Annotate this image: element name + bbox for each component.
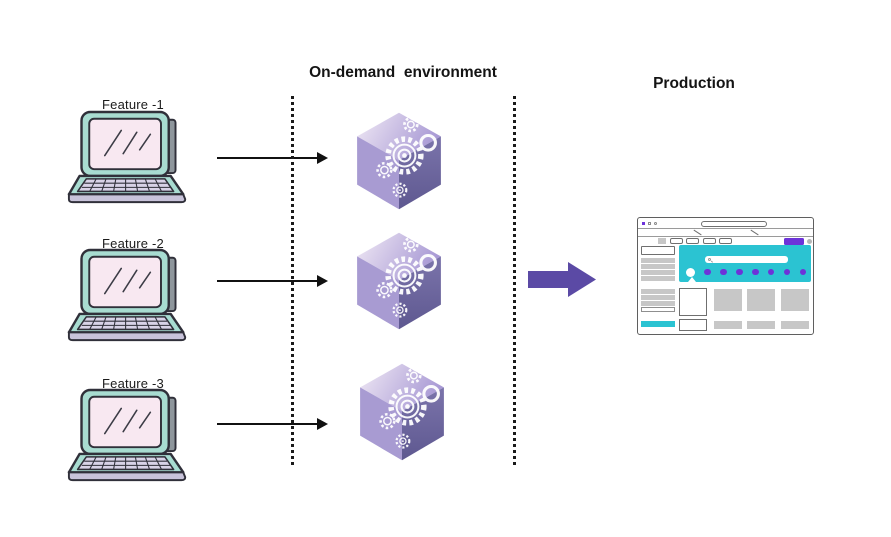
sidebar-bar [641, 301, 675, 306]
content-card-outline [679, 288, 707, 316]
dotted-separator-left [291, 96, 294, 465]
dotted-separator-right [513, 96, 516, 465]
feature-2-label: Feature -2 [102, 236, 164, 251]
feature-3-label: Feature -3 [102, 376, 164, 391]
production-heading: Production [653, 75, 735, 92]
hero-banner [679, 245, 811, 282]
content-card [747, 289, 775, 311]
window-controls [642, 221, 657, 225]
sidebar-bar [641, 258, 675, 263]
arrow-right-icon [217, 418, 328, 430]
laptop-icon [66, 388, 192, 485]
search-bar [705, 256, 788, 263]
carousel-dot [799, 268, 807, 276]
cube-gears-icon [356, 361, 448, 463]
browser-tab-strip [638, 229, 813, 237]
big-arrow-right-icon [528, 262, 596, 297]
cube-gears-icon [353, 110, 445, 212]
content-card [714, 289, 742, 311]
avatar-dot [807, 238, 812, 244]
window-control-icon [653, 221, 657, 225]
content-bar [747, 321, 775, 329]
nav-menu-item [703, 238, 716, 244]
magnifier-icon [708, 257, 712, 261]
sidebar-bar-outline [641, 307, 675, 312]
arrow-right-icon [217, 152, 328, 164]
banner-notch [687, 277, 696, 282]
production-browser-window [637, 217, 814, 335]
sidebar-bar [641, 276, 675, 281]
laptop-icon [66, 110, 192, 207]
sidebar-bar [641, 289, 675, 294]
feature-1-label: Feature -1 [102, 97, 164, 112]
nav-menu-item [686, 238, 699, 244]
window-control-icon [647, 221, 651, 225]
carousel-dot [720, 268, 727, 276]
content-bar [781, 321, 809, 329]
sidebar-bar-teal [641, 321, 675, 327]
address-bar [701, 220, 767, 227]
cta-button [784, 237, 804, 245]
sidebar-card [641, 246, 675, 255]
content-card [781, 289, 809, 311]
carousel-dot [704, 268, 711, 276]
carousel-dot-active [686, 267, 695, 277]
content-card-outline [679, 319, 707, 331]
laptop-icon [66, 248, 192, 345]
browser-titlebar [638, 218, 813, 229]
sidebar-bar [641, 264, 675, 269]
on-demand-environment-heading: On-demand environment [309, 64, 497, 81]
cube-gears-icon [353, 230, 445, 332]
carousel-dot [767, 268, 775, 276]
sidebar-bar [641, 270, 675, 275]
carousel-dot [736, 268, 743, 276]
nav-menu-item [719, 238, 732, 244]
nav-logo-block [658, 238, 666, 244]
carousel-dot [783, 268, 791, 276]
sidebar-bar [641, 295, 675, 300]
content-bar [714, 321, 742, 329]
carousel-dots [686, 267, 807, 277]
nav-menu-item [670, 238, 683, 244]
arrow-right-icon [217, 275, 328, 287]
carousel-dot [752, 268, 759, 276]
window-control-icon [642, 221, 646, 225]
